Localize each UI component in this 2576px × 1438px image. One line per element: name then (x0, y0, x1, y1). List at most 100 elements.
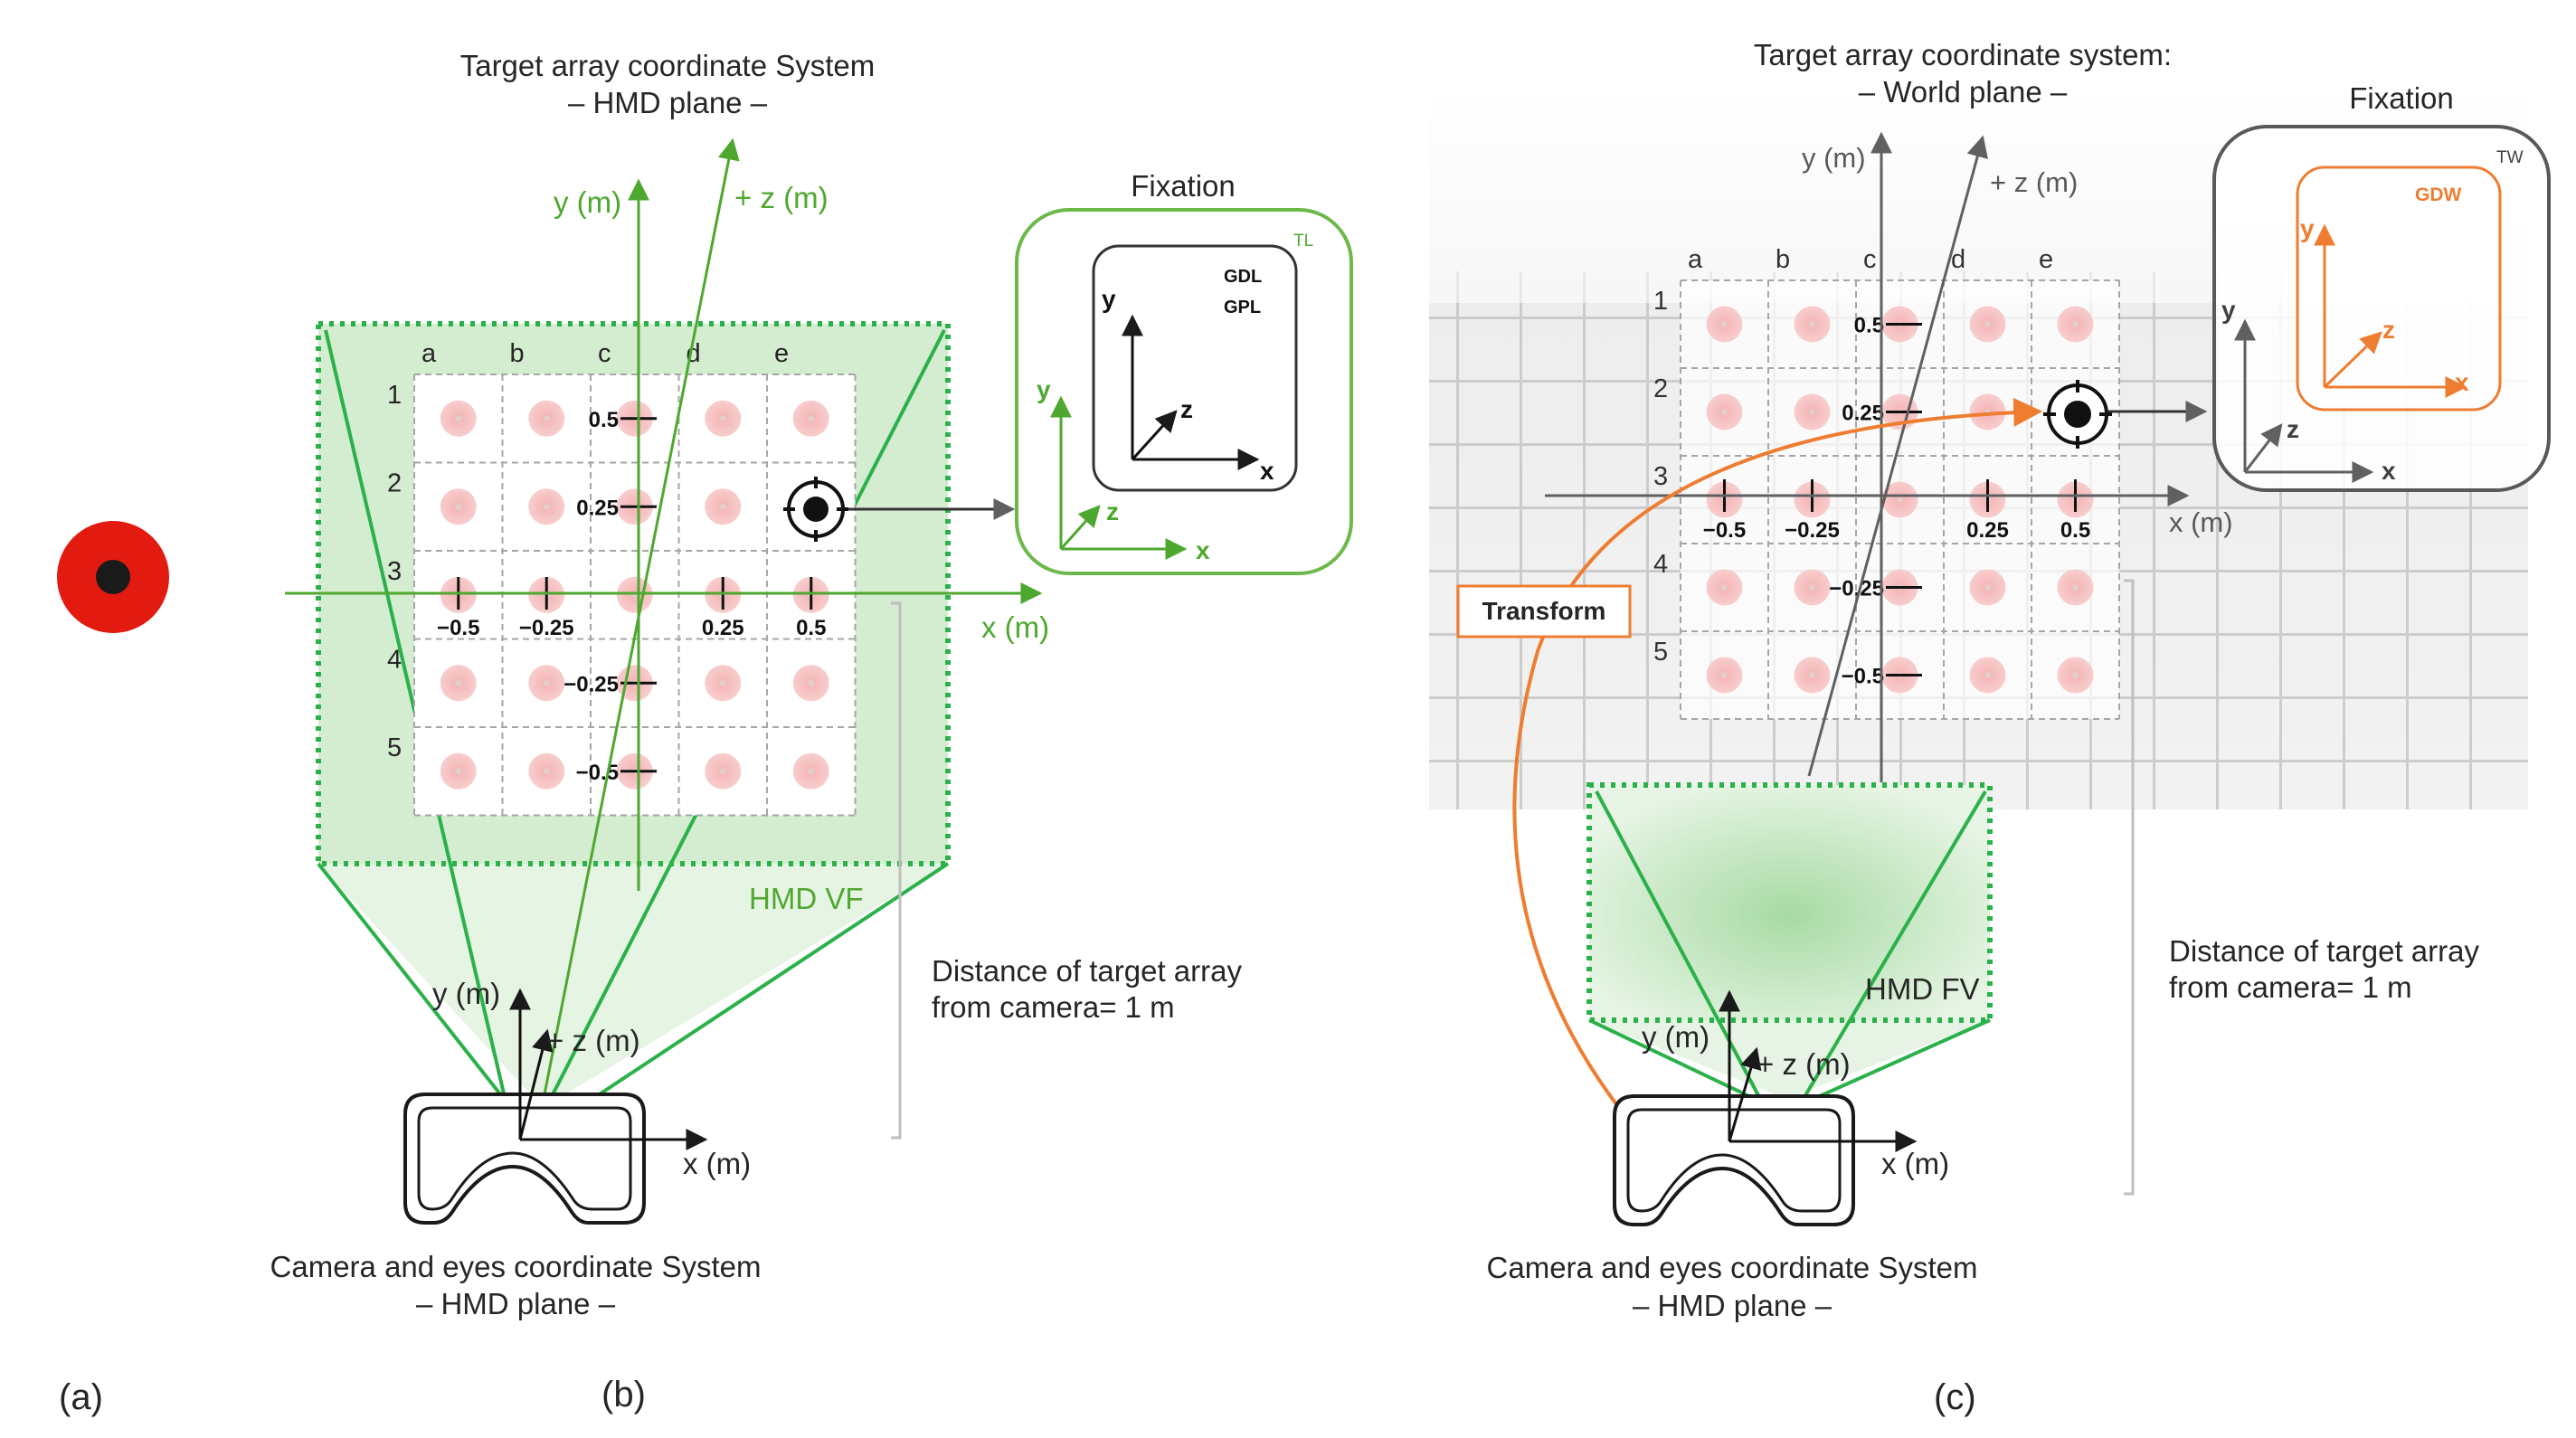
z-axis-label: + z (m) (734, 181, 829, 214)
row-label: 1 (1653, 287, 1668, 316)
camera-title: Camera and eyes coordinate System (1487, 1251, 1978, 1284)
fix-outer-y-label: y (1037, 375, 1051, 403)
row-label: 3 (1653, 462, 1668, 491)
fix-outer-z-label: z (1106, 497, 1119, 525)
frustum-line (577, 862, 950, 1110)
panel-a: (a) (57, 521, 169, 1417)
frustum-line (1803, 790, 1987, 1099)
fixation-title: Fixation (2349, 81, 2454, 115)
target-dot (1969, 569, 2006, 606)
column-label: c (598, 339, 611, 368)
camera-y-label: y (m) (432, 977, 500, 1010)
row-label: 1 (387, 381, 402, 410)
target-dot (440, 752, 477, 790)
camera-x-label: x (m) (1881, 1147, 1949, 1180)
camera-z-label: + z (m) (546, 1024, 640, 1057)
fixation-box-inner (2296, 166, 2502, 412)
x-tick-label: 0.25 (702, 616, 744, 640)
distance-bracket (891, 601, 902, 1140)
camera-z-axis (518, 1028, 554, 1140)
camera-subtitle: – HMD plane – (1633, 1289, 1833, 1322)
distance-bracket (2124, 579, 2135, 1196)
fixation-inner-label-1: GDL (1224, 267, 1262, 287)
fixation-target-center (96, 560, 130, 594)
frustum-line (317, 862, 513, 1110)
column-label: e (774, 339, 789, 368)
row-label: 5 (387, 733, 402, 762)
column-label: a (1688, 245, 1703, 274)
fixation-inner-tag: GDW (2415, 184, 2462, 205)
x-axis-label: x (m) (981, 610, 1049, 644)
frustum-line (1595, 790, 1761, 1098)
distance-line-1: Distance of target array (932, 954, 1242, 988)
target-dot (1794, 306, 1831, 343)
target-dot (1794, 393, 1831, 430)
fixated-target (783, 477, 848, 542)
fix-outer-x-label: x (2382, 457, 2396, 485)
z-axis-label: + z (m) (1990, 166, 2078, 198)
hmd-fv-lower (1589, 1020, 1990, 1099)
target-dot (616, 576, 653, 613)
panel-b-label: (b) (601, 1375, 646, 1414)
y-tick-label: −0.25 (564, 672, 619, 696)
panel-c-subtitle: – World plane – (1859, 75, 2068, 109)
column-label: d (1951, 245, 1965, 274)
hmd-fv-outline (1586, 782, 1993, 1023)
target-dot (1881, 481, 1918, 518)
fixated-target (2043, 380, 2112, 449)
fix-inner-y-label: y (1102, 285, 1116, 313)
y-axis-label: y (m) (1802, 142, 1866, 174)
target-dot (705, 665, 742, 702)
fix-outer-y-label: y (2221, 296, 2236, 324)
target-dot (528, 400, 565, 437)
x-tick-label: −0.5 (1703, 518, 1746, 543)
fix-inner-x-label: x (1260, 457, 1274, 485)
panel-a-label: (a) (59, 1377, 103, 1417)
target-dot (528, 665, 565, 702)
frustum-line (1588, 1018, 1756, 1101)
y-tick-label: −0.5 (576, 761, 619, 785)
target-dot (1794, 657, 1831, 694)
fixation-tag: TW (2496, 148, 2524, 167)
fix-outer-z-label: z (2287, 415, 2299, 443)
fix-inner-z (1131, 410, 1178, 461)
fix-outer-z (2243, 423, 2283, 473)
column-label: a (421, 339, 437, 368)
x-tick-label: −0.25 (519, 616, 574, 640)
target-dot (705, 488, 742, 525)
y-tick-label: 0.5 (589, 408, 619, 432)
distance-line-2: from camera= 1 m (2169, 970, 2412, 1004)
target-dot (705, 752, 742, 790)
x-tick-label: 0.5 (796, 616, 826, 640)
fixation-tag: TL (1293, 232, 1313, 251)
panel-b-title: Target array coordinate System (460, 49, 876, 82)
y-tick-label: −0.5 (1842, 665, 1884, 689)
transform-box[interactable] (1456, 584, 1632, 639)
hmd-vf-label: HMD VF (749, 882, 864, 915)
fix-inner-z (2323, 331, 2382, 389)
transform-label: Transform (1482, 597, 1606, 625)
hmd-headset (403, 1093, 646, 1225)
camera-y-label: y (m) (1642, 1020, 1709, 1054)
x-axis-label: x (m) (2169, 506, 2233, 538)
fix-inner-x-label: x (2455, 368, 2469, 396)
target-dot (1969, 306, 2006, 343)
row-label: 2 (1653, 374, 1668, 403)
target-dot (1969, 393, 2006, 430)
target-dot (2057, 569, 2094, 606)
target-dot (705, 400, 742, 437)
camera-z-label: + z (m) (1757, 1047, 1851, 1081)
x-tick-label: 0.25 (1966, 518, 2009, 543)
target-dot (1706, 306, 1743, 343)
camera-x-label: x (m) (683, 1147, 751, 1180)
target-dot (440, 665, 477, 702)
target-dot (1706, 569, 1743, 606)
distance-line-1: Distance of target array (2169, 934, 2479, 968)
row-label: 3 (387, 557, 402, 586)
column-label: c (1863, 245, 1877, 274)
target-dot (792, 752, 829, 790)
row-label: 4 (387, 646, 402, 675)
